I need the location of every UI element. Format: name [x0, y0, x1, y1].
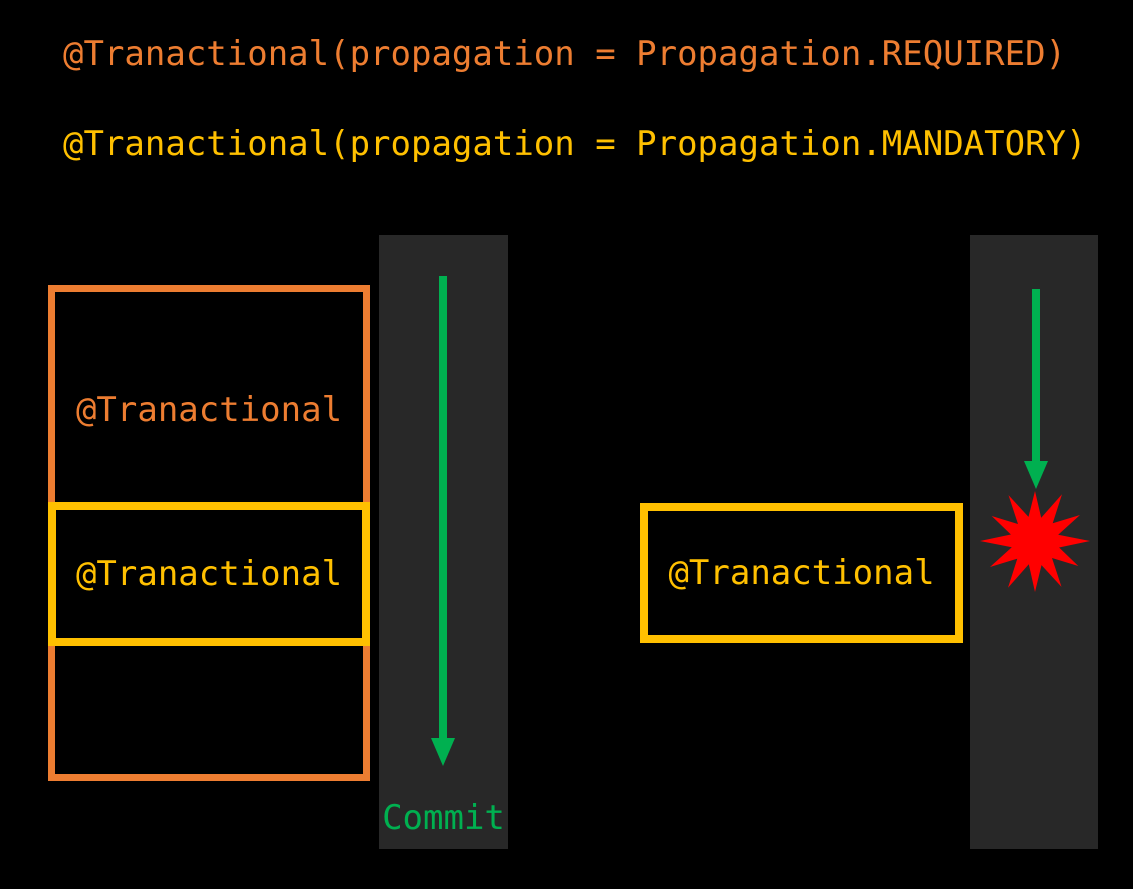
annotation-propagation-required: @Tranactional(propagation = Propagation.…: [63, 34, 1067, 74]
mandatory-transactional-box: [640, 503, 963, 643]
explosion-icon: [980, 491, 1090, 592]
annotation-propagation-mandatory: @Tranactional(propagation = Propagation.…: [63, 124, 1087, 164]
mandatory-transactional-label: @Tranactional: [668, 553, 935, 593]
explosion-star: [980, 491, 1090, 592]
outer-transactional-label: @Tranactional: [75, 390, 343, 430]
commit-arrow-head: [431, 738, 455, 766]
commit-arrow-icon: [431, 276, 455, 766]
failure-arrow-icon: [1024, 289, 1048, 489]
commit-label: Commit: [382, 798, 505, 838]
inner-transactional-label: @Tranactional: [75, 554, 343, 594]
inner-transactional-box: [48, 502, 370, 646]
failure-arrow-head: [1024, 461, 1048, 489]
